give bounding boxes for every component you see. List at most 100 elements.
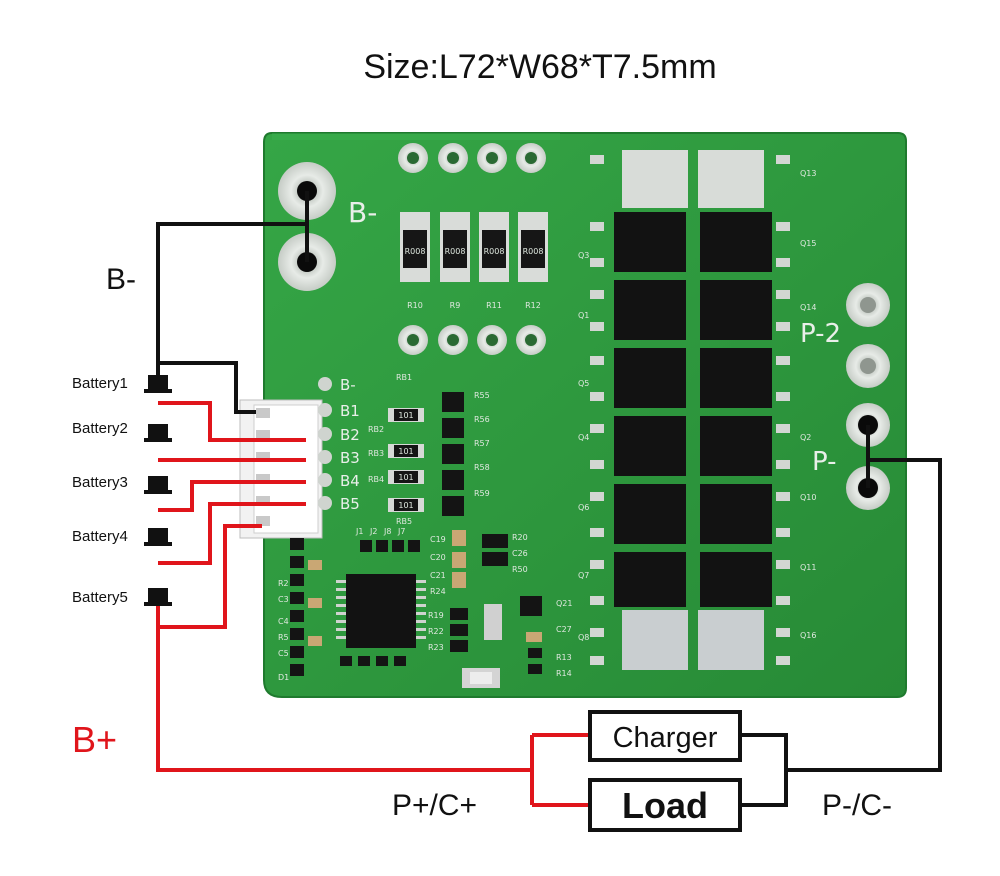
mosfet-ref: Q8: [578, 633, 589, 642]
resistor-code: R008: [445, 247, 466, 256]
connector-pin-label: B-: [340, 376, 356, 394]
red-wires: [156, 401, 590, 807]
heatsink-pad: [698, 150, 764, 208]
pcb-board: B- R008 R008 R008 R008 R10 R9 R11 R12: [239, 132, 907, 698]
resistor-code: 101: [398, 501, 413, 510]
misc-ref: C21: [430, 571, 446, 580]
mosfet-ref: Q15: [800, 239, 816, 248]
mosfets-left: [614, 212, 686, 607]
resistor-ref: R10: [407, 301, 423, 310]
misc-ref: C20: [430, 553, 446, 562]
r-ref: R57: [474, 439, 490, 448]
mosfet-ref: Q5: [578, 379, 589, 388]
misc-ref: J2: [369, 527, 377, 536]
rb-ref: RB1: [396, 373, 412, 382]
sense-resistors: R008 R008 R008 R008 R10 R9 R11 R12: [400, 212, 548, 310]
balance-resistors: 101 101 101 101 RB1 RB2 RB3 RB4 RB5: [368, 373, 424, 526]
misc-ref: C5: [278, 649, 289, 658]
connector-pin-label: B1: [340, 402, 360, 420]
misc-ref: J8: [383, 527, 391, 536]
r-ref: R59: [474, 489, 490, 498]
p-minus-pads: [846, 283, 890, 510]
b-plus-label: B+: [72, 719, 117, 760]
misc-ref: R13: [556, 653, 572, 662]
battery-label: Battery4: [72, 528, 128, 545]
resistor-code: 101: [398, 473, 413, 482]
mosfet-ref: Q3: [578, 251, 589, 260]
mid-via-pads: [398, 325, 546, 355]
load-label: Load: [622, 785, 708, 826]
size-title: Size:L72*W68*T7.5mm: [363, 48, 716, 86]
misc-ref: R20: [512, 533, 528, 542]
rb-ref: RB2: [368, 425, 384, 434]
misc-ref: R22: [428, 627, 444, 636]
resistor-code: 101: [398, 447, 413, 456]
misc-ref: R19: [428, 611, 444, 620]
misc-ref: R14: [556, 669, 572, 678]
heatsink-pad: [622, 150, 688, 208]
misc-ref: R24: [430, 587, 446, 596]
battery-label: Battery1: [72, 375, 128, 392]
load-box: Load: [588, 778, 742, 832]
b-minus-label: B-: [106, 263, 136, 296]
mosfet-ref: Q6: [578, 503, 589, 512]
mosfet-ref: Q7: [578, 571, 589, 580]
misc-ref: C26: [512, 549, 528, 558]
mosfet-ref: Q11: [800, 563, 816, 572]
charger-label: Charger: [613, 722, 718, 754]
battery-label: Battery3: [72, 474, 128, 491]
mosfet-ref: Q13: [800, 169, 816, 178]
smd-components: [290, 530, 542, 688]
battery-label: Battery5: [72, 589, 128, 606]
mosfet-ref: Q14: [800, 303, 816, 312]
resistor-code: R008: [405, 247, 426, 256]
top-via-pads: [398, 143, 546, 173]
board-p-minus-label: P-: [812, 447, 837, 477]
charger-box: Charger: [588, 710, 742, 762]
misc-ref: R2: [278, 579, 289, 588]
rb-ref: RB5: [396, 517, 412, 526]
black-wires: [156, 191, 942, 807]
protection-ic: [336, 574, 426, 648]
resistor-code: R008: [523, 247, 544, 256]
heatsink-pad: [698, 610, 764, 670]
misc-ref: J7: [397, 527, 405, 536]
balance-connector: [239, 377, 332, 539]
connector-pin-label: B4: [340, 472, 360, 490]
r-ref: R56: [474, 415, 490, 424]
mosfet-ref: Q1: [578, 311, 589, 320]
board-p-minus-2-label: P-2: [800, 319, 841, 349]
misc-ref: Q21: [556, 599, 572, 608]
resistor-ref: R12: [525, 301, 541, 310]
misc-ref: J1: [355, 527, 363, 536]
resistor-ref: R11: [486, 301, 502, 310]
balance-fets: [442, 392, 464, 516]
r-ref: R55: [474, 391, 490, 400]
rb-ref: RB3: [368, 449, 384, 458]
resistor-code: 101: [398, 411, 413, 420]
heatsink-pad: [622, 610, 688, 670]
misc-ref: C4: [278, 617, 289, 626]
connector-pin-label: B3: [340, 449, 360, 467]
connector-pin-label: B2: [340, 426, 360, 444]
mosfet-ref: Q2: [800, 433, 811, 442]
resistor-ref: R9: [450, 301, 461, 310]
resistor-code: R008: [484, 247, 505, 256]
connector-pin-label: B5: [340, 495, 360, 513]
rb-ref: RB4: [368, 475, 384, 484]
misc-ref: C3: [278, 595, 289, 604]
p-minus-c-minus-label: P-/C-: [822, 789, 892, 822]
mosfets-right: [700, 212, 772, 607]
battery-cells: [144, 375, 172, 606]
misc-ref: C27: [556, 625, 572, 634]
r-ref: R58: [474, 463, 490, 472]
misc-ref: D1: [278, 673, 289, 682]
battery-label: Battery2: [72, 420, 128, 437]
board-b-minus-label: B-: [348, 196, 377, 229]
mosfet-ref: Q4: [578, 433, 589, 442]
misc-ref: C19: [430, 535, 446, 544]
misc-ref: R50: [512, 565, 528, 574]
misc-ref: R23: [428, 643, 444, 652]
